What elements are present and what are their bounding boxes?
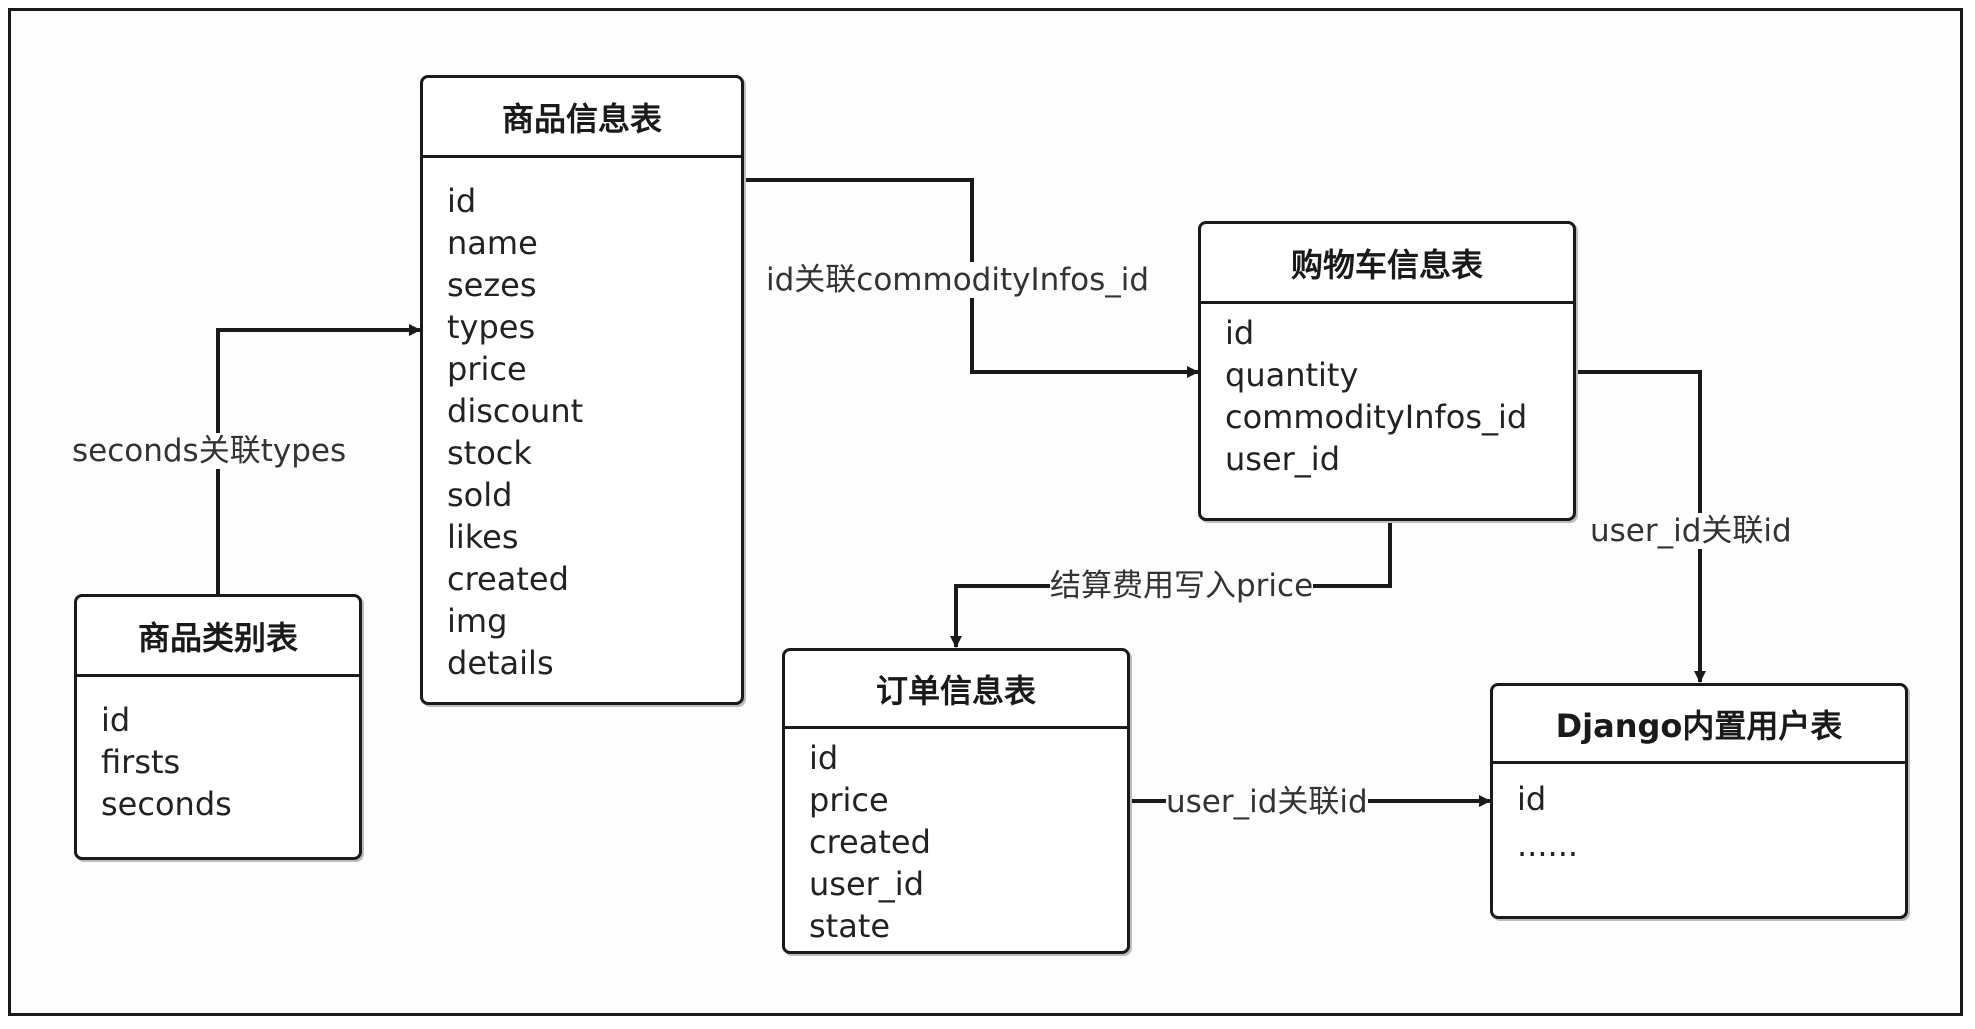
table-user-fields: id ...... — [1493, 764, 1905, 868]
field: id — [1225, 314, 1255, 352]
field: seconds — [101, 785, 232, 823]
field: state — [809, 907, 891, 945]
field: types — [447, 308, 536, 346]
table-order-fields: id price created user_id state — [785, 729, 1127, 947]
field: created — [809, 823, 931, 861]
label-order-to-user: user_id关联id — [1166, 784, 1368, 820]
label-commodity-to-cart: id关联commodityInfos_id — [766, 262, 1150, 298]
field: img — [447, 602, 508, 640]
table-cart-fields: id quantity commodityInfos_id user_id — [1201, 304, 1573, 480]
field: id — [1517, 780, 1547, 818]
field: sezes — [447, 266, 537, 304]
table-commodity-title: 商品信息表 — [423, 78, 741, 158]
field: id — [447, 182, 477, 220]
field: price — [809, 781, 889, 819]
field: ...... — [1517, 826, 1579, 864]
table-category: 商品类别表 id firsts seconds — [74, 594, 362, 860]
field: created — [447, 560, 569, 598]
line-category-to-commodity — [216, 324, 421, 594]
table-user: Django内置用户表 id ...... — [1490, 683, 1908, 919]
field: likes — [447, 518, 519, 556]
field: stock — [447, 434, 532, 472]
table-user-title: Django内置用户表 — [1493, 686, 1905, 764]
label-cart-to-order: 结算费用写入price — [1050, 568, 1314, 604]
table-category-fields: id firsts seconds — [77, 677, 359, 825]
field: commodityInfos_id — [1225, 398, 1528, 436]
table-cart: 购物车信息表 id quantity commodityInfos_id use… — [1198, 221, 1576, 521]
line-cart-to-user — [1576, 370, 1706, 683]
table-category-title: 商品类别表 — [77, 597, 359, 677]
field: details — [447, 644, 554, 682]
field: quantity — [1225, 356, 1359, 394]
field: user_id — [809, 865, 924, 903]
label-category-to-commodity: seconds关联types — [72, 433, 347, 469]
field: firsts — [101, 743, 181, 781]
field: id — [809, 739, 839, 777]
table-commodity: 商品信息表 id name sezes types price discount… — [420, 75, 744, 705]
label-cart-to-user: user_id关联id — [1590, 513, 1792, 549]
field: price — [447, 350, 527, 388]
table-order: 订单信息表 id price created user_id state — [782, 648, 1130, 954]
field: name — [447, 224, 538, 262]
field: user_id — [1225, 440, 1340, 478]
field: sold — [447, 476, 513, 514]
field: id — [101, 701, 131, 739]
table-cart-title: 购物车信息表 — [1201, 224, 1573, 304]
field: discount — [447, 392, 584, 430]
table-commodity-fields: id name sezes types price discount stock… — [423, 158, 741, 684]
table-order-title: 订单信息表 — [785, 651, 1127, 729]
